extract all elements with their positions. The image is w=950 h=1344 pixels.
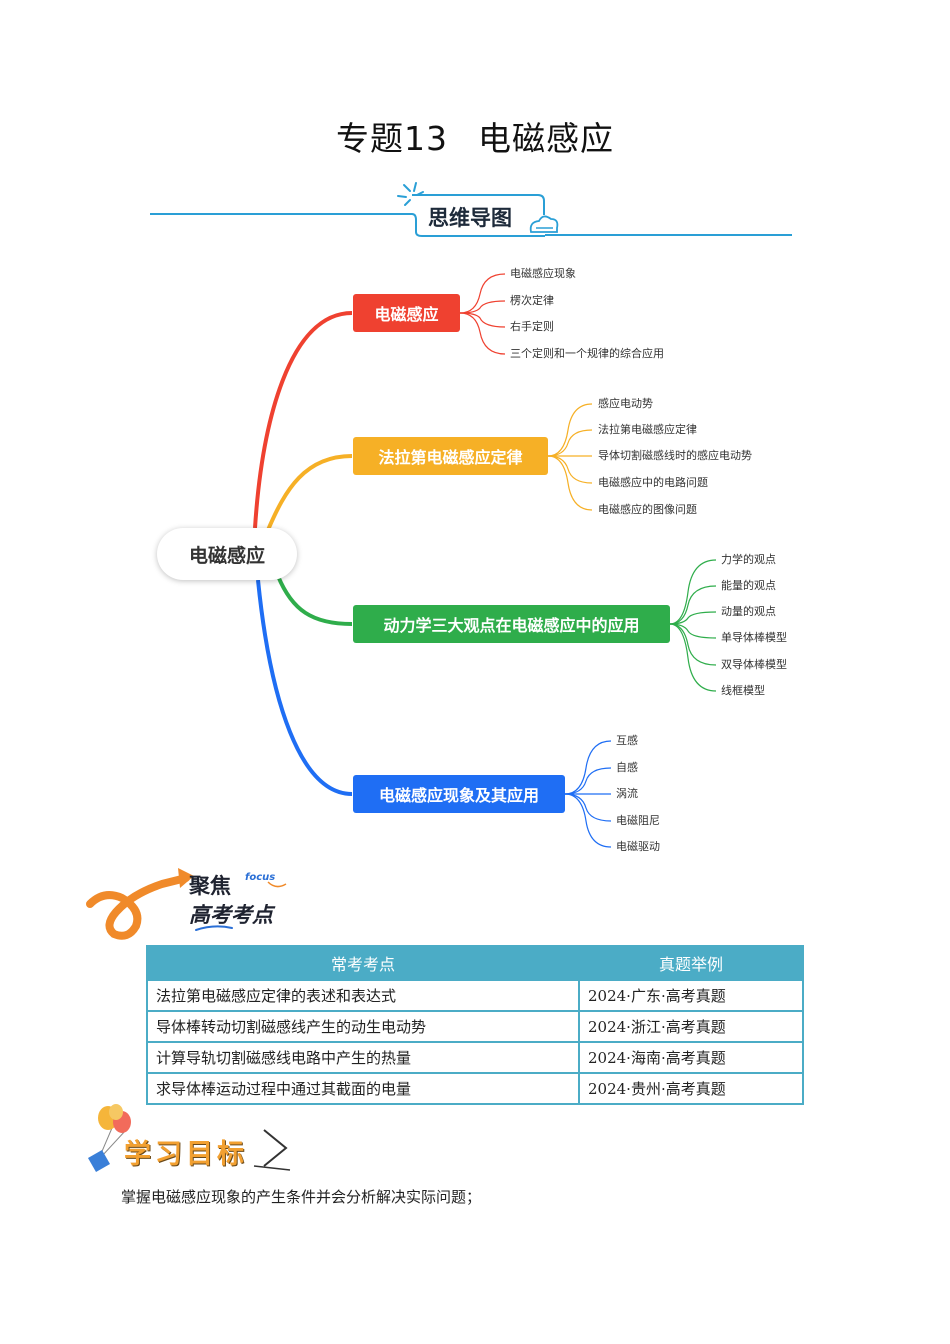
title-main: 电磁感应 bbox=[478, 119, 614, 158]
table-header-cell: 常考考点 bbox=[146, 945, 580, 981]
table-cell: 法拉第电磁感应定律的表述和表达式 bbox=[146, 979, 580, 1012]
leaf-item: 楞次定律 bbox=[510, 294, 554, 307]
table-cell: 2024·广东·高考真题 bbox=[578, 979, 804, 1012]
table-cell: 2024·贵州·高考真题 bbox=[578, 1072, 804, 1105]
focus-title-small: focus bbox=[245, 872, 276, 883]
leaf-item: 线框模型 bbox=[721, 684, 765, 697]
leaf-item: 互感 bbox=[616, 734, 638, 747]
title-prefix: 专题13 bbox=[336, 119, 448, 158]
branch-node-electromagnetic-induction: 电磁感应 bbox=[353, 294, 460, 332]
branch-node-phenomena-applications: 电磁感应现象及其应用 bbox=[353, 775, 565, 813]
leaf-item: 导体切割磁感线时的感应电动势 bbox=[598, 449, 752, 462]
leaf-item: 自感 bbox=[616, 761, 638, 774]
leaf-item: 感应电动势 bbox=[598, 397, 653, 410]
focus-arrow-icon bbox=[86, 868, 287, 940]
leaf-item: 电磁驱动 bbox=[616, 840, 660, 853]
focus-title-line2: 高考考点 bbox=[189, 903, 273, 927]
table-cell: 求导体棒运动过程中通过其截面的电量 bbox=[146, 1072, 580, 1105]
table-row: 导体棒转动切割磁感线产生的动生电动势 2024·浙江·高考真题 bbox=[146, 1010, 804, 1043]
learning-goals-title: 学习目标 bbox=[124, 1139, 248, 1170]
table-cell: 计算导轨切割磁感线电路中产生的热量 bbox=[146, 1041, 580, 1074]
mindmap-center-node: 电磁感应 bbox=[157, 528, 297, 580]
leaf-item: 单导体棒模型 bbox=[721, 631, 787, 644]
exam-points-table: 常考考点 真题举例 法拉第电磁感应定律的表述和表达式 2024·广东·高考真题 … bbox=[146, 945, 804, 1105]
leaf-item: 三个定则和一个规律的综合应用 bbox=[510, 347, 664, 360]
branch-node-faraday-law: 法拉第电磁感应定律 bbox=[353, 437, 548, 475]
leaf-item: 右手定则 bbox=[510, 320, 554, 333]
leaf-item: 法拉第电磁感应定律 bbox=[598, 423, 697, 436]
table-cell: 2024·海南·高考真题 bbox=[578, 1041, 804, 1074]
sparkle-icon bbox=[397, 182, 424, 206]
table-header-cell: 真题举例 bbox=[578, 945, 804, 981]
table-header-row: 常考考点 真题举例 bbox=[146, 945, 804, 981]
table-row: 法拉第电磁感应定律的表述和表达式 2024·广东·高考真题 bbox=[146, 979, 804, 1012]
page-title: 专题13 电磁感应 bbox=[0, 112, 950, 160]
table-cell: 导体棒转动切割磁感线产生的动生电动势 bbox=[146, 1010, 580, 1043]
leaf-item: 电磁阻尼 bbox=[616, 814, 660, 827]
leaf-item: 能量的观点 bbox=[721, 579, 776, 592]
table-row: 求导体棒运动过程中通过其截面的电量 2024·贵州·高考真题 bbox=[146, 1072, 804, 1105]
focus-title-line1: 聚焦 bbox=[189, 874, 231, 898]
leaf-item: 电磁感应中的电路问题 bbox=[598, 476, 708, 489]
table-row: 计算导轨切割磁感线电路中产生的热量 2024·海南·高考真题 bbox=[146, 1041, 804, 1074]
learning-goal-item: 掌握电磁感应现象的产生条件并会分析解决实际问题； bbox=[121, 1188, 482, 1206]
leaf-item: 双导体棒模型 bbox=[721, 658, 787, 671]
leaf-item: 电磁感应的图像问题 bbox=[598, 503, 697, 516]
leaf-item: 力学的观点 bbox=[721, 553, 776, 566]
cloud-icon bbox=[529, 215, 559, 233]
branch-node-dynamics-views: 动力学三大观点在电磁感应中的应用 bbox=[353, 605, 670, 643]
leaf-item: 电磁感应现象 bbox=[510, 267, 576, 280]
mindmap-connectors bbox=[253, 273, 717, 848]
mindmap-header-decoration bbox=[150, 182, 792, 237]
leaf-item: 动量的观点 bbox=[721, 605, 776, 618]
table-cell: 2024·浙江·高考真题 bbox=[578, 1010, 804, 1043]
balloon-icon bbox=[88, 1104, 291, 1172]
mindmap-header: 思维导图 bbox=[428, 206, 512, 230]
leaf-item: 涡流 bbox=[616, 787, 638, 800]
